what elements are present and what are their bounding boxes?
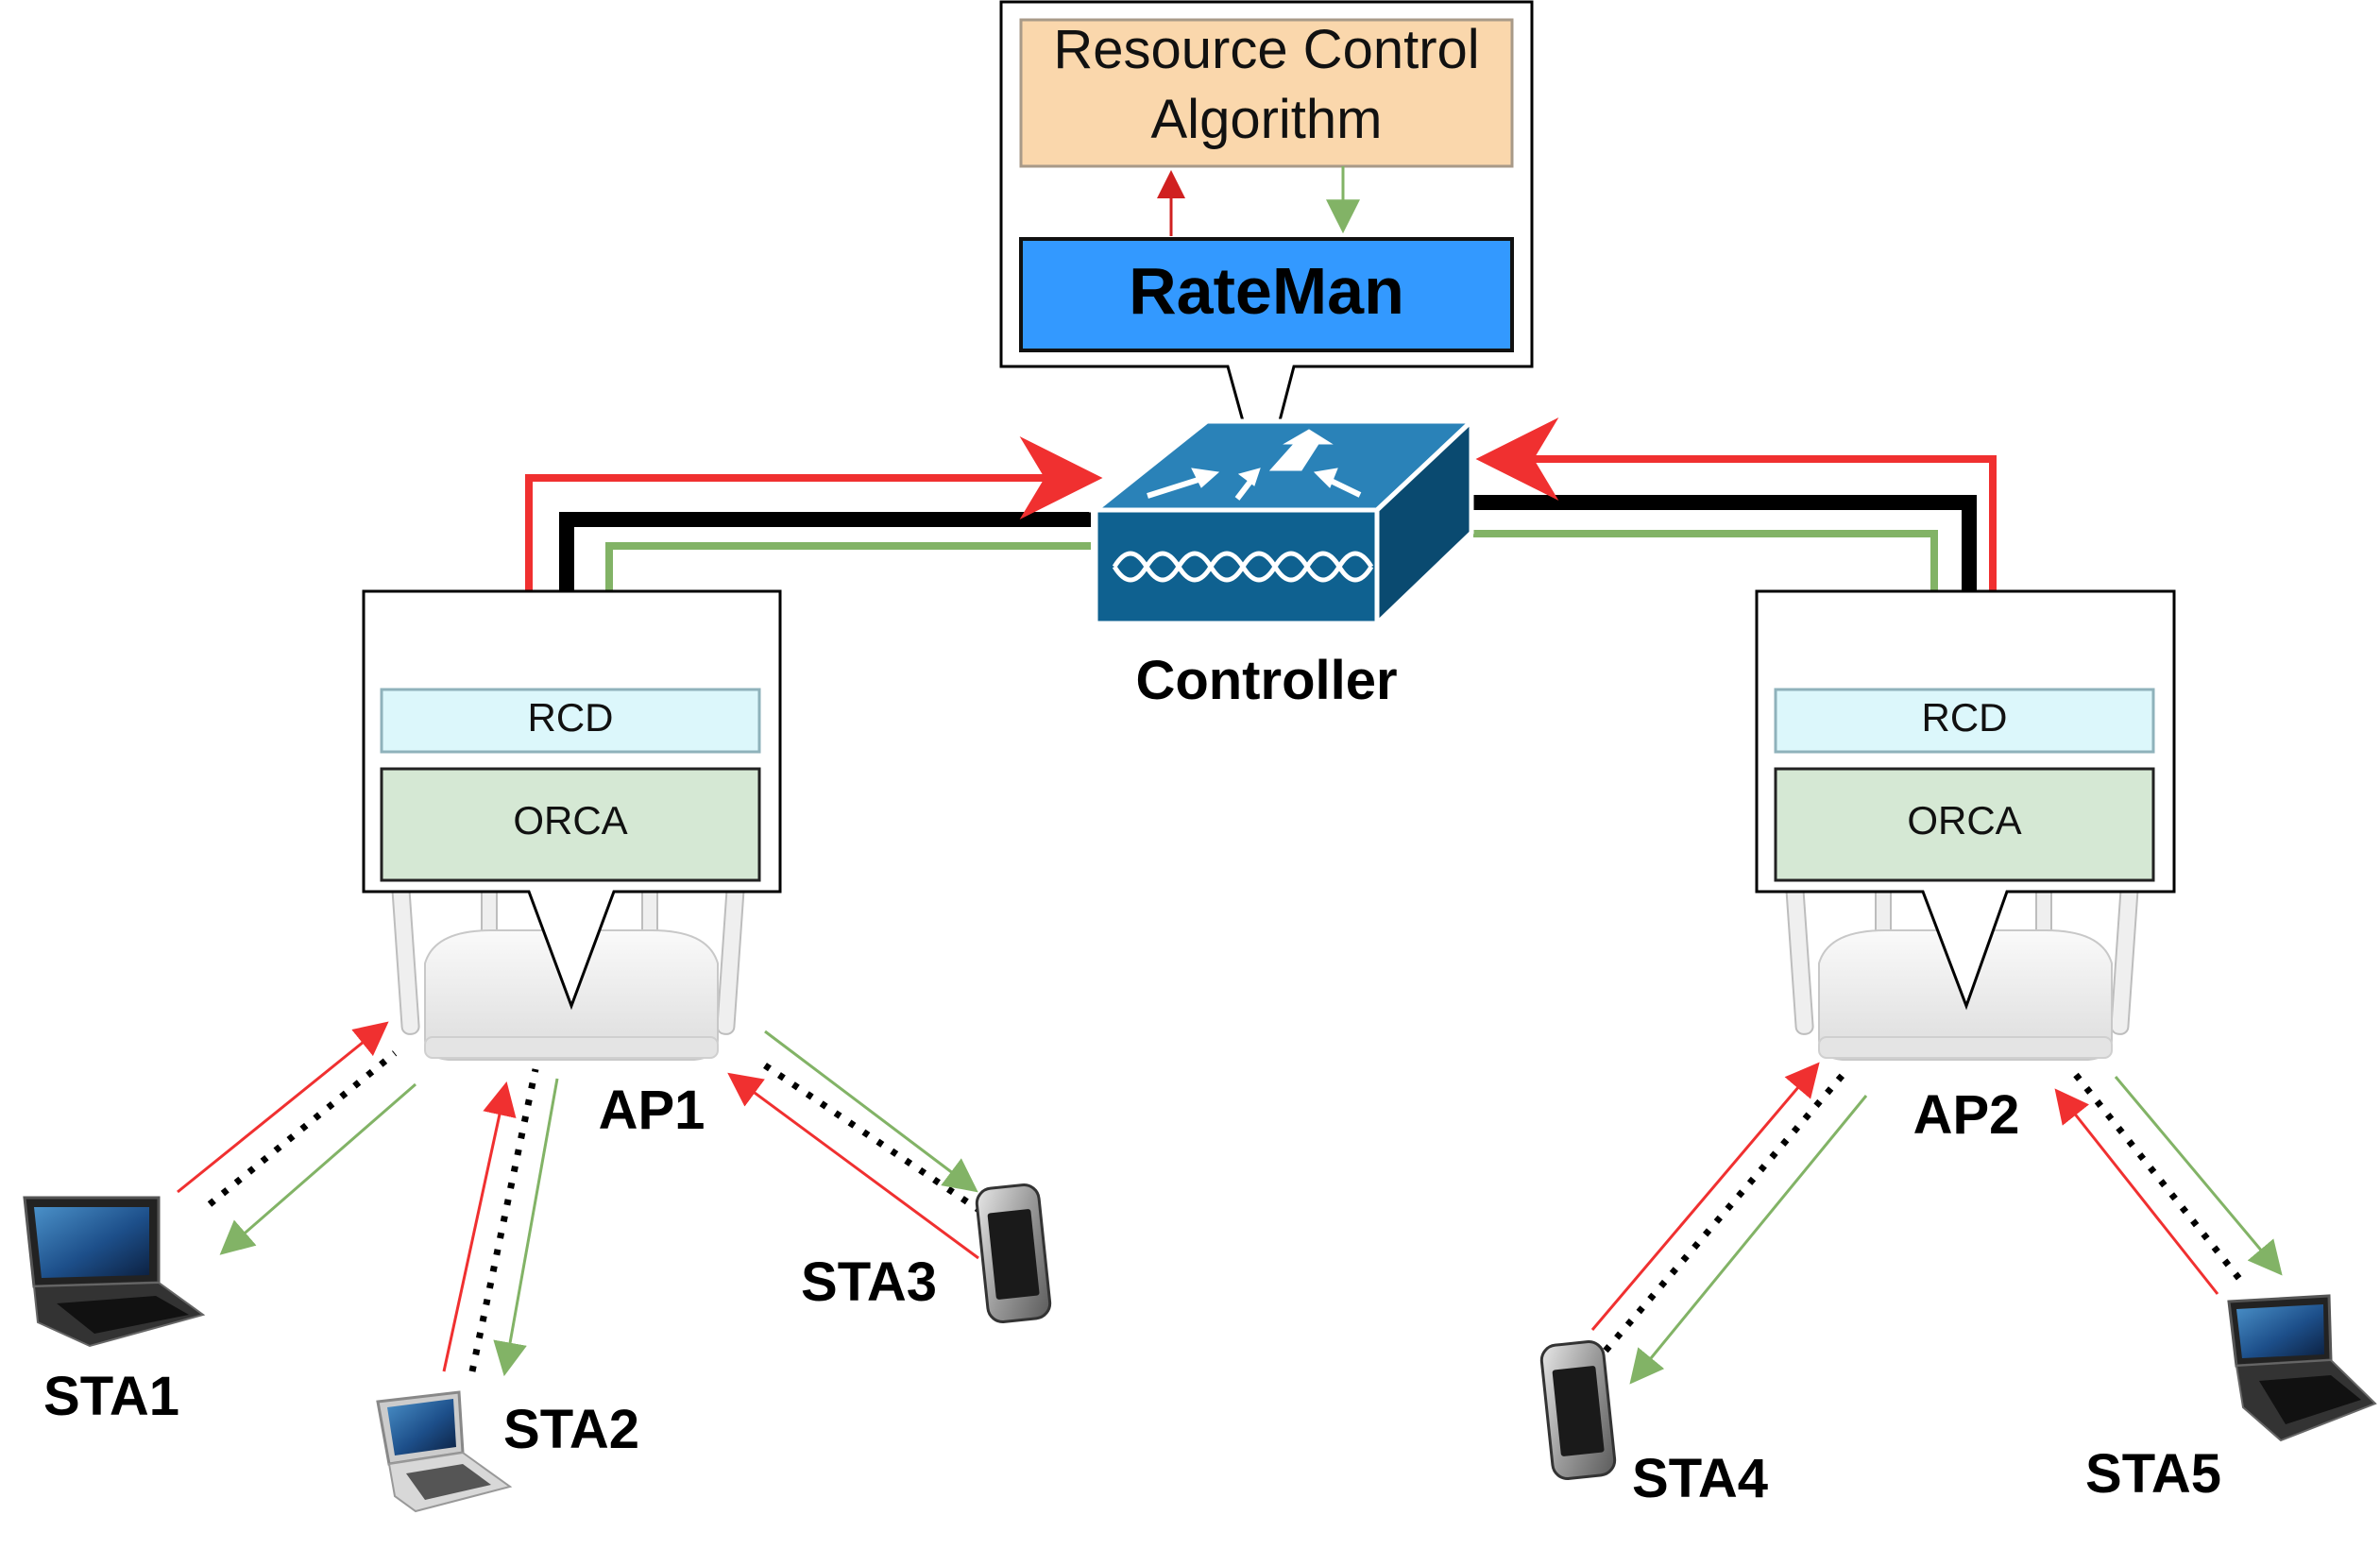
- ap1-orca-box: [380, 767, 761, 882]
- ap1-orca-label: ORCA: [513, 798, 627, 843]
- ap1-rcd-label: RCD: [528, 695, 614, 740]
- sta5-label: STA5: [2085, 1443, 2221, 1505]
- ap1-rcd-box: [380, 688, 761, 754]
- algorithm-label-line2: Algorithm: [1151, 89, 1383, 150]
- controller-label: Controller: [1135, 650, 1397, 711]
- ap2-controller-black-link: [1469, 495, 1977, 590]
- sta5-laptop-icon: [2227, 1294, 2377, 1442]
- controller-switch-icon: [1088, 416, 1478, 629]
- resource-control-algorithm-box: Resource Control Algorithm: [1019, 18, 1514, 168]
- sta3-label: STA3: [801, 1251, 937, 1313]
- sta2-label: STA2: [503, 1399, 639, 1460]
- sta4-smartphone-icon: [1539, 1340, 1617, 1480]
- ap2-orca-box: [1774, 767, 2155, 882]
- sta1-label: STA1: [43, 1366, 179, 1427]
- ap1-label: AP1: [599, 1080, 706, 1141]
- sta3-smartphone-icon: [975, 1183, 1052, 1323]
- rateman-box: RateMan: [1019, 237, 1514, 352]
- sta4-label: STA4: [1632, 1448, 1768, 1509]
- algorithm-label-line1: Resource Control: [1053, 19, 1479, 80]
- rateman-label: RateMan: [1129, 254, 1404, 328]
- ap2-rcd-box: [1774, 688, 2155, 754]
- sta2-laptop-icon: [376, 1390, 513, 1513]
- ap1-callout: RCD ORCA: [362, 589, 782, 1011]
- ap2-rcd-label: RCD: [1922, 695, 2008, 740]
- ap2-label: AP2: [1913, 1084, 2020, 1146]
- wireless-links: [177, 1021, 2283, 1385]
- ap2-orca-label: ORCA: [1907, 798, 2021, 843]
- sta1-laptop-icon: [23, 1196, 206, 1348]
- ap2-callout: RCD ORCA: [1755, 589, 2176, 1011]
- ap1-controller-black-link: [559, 512, 1091, 590]
